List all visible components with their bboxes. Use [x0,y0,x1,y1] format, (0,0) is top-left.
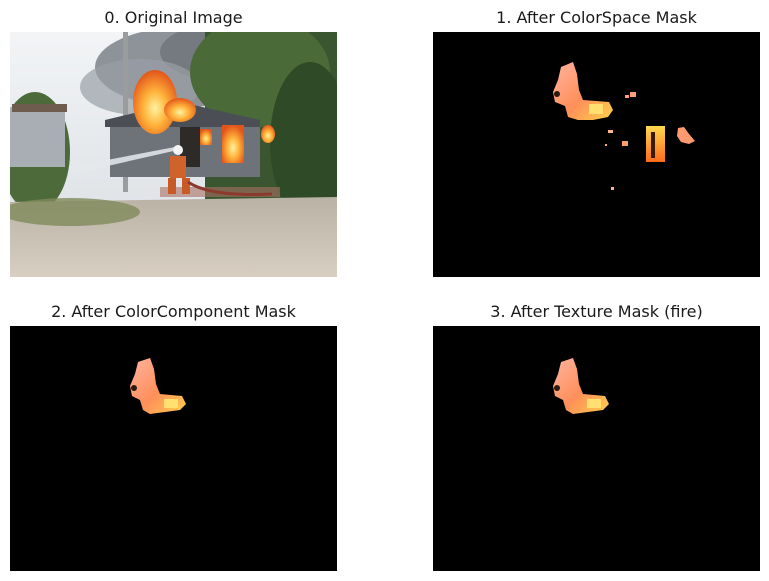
original-fire-scene-image [10,32,337,277]
panel-title-colorcomponent-mask: 2. After ColorComponent Mask [51,302,296,321]
panel-title-colorspace-mask: 1. After ColorSpace Mask [496,8,697,27]
colorspace-mask-image [433,32,760,277]
panel-title-original: 0. Original Image [104,8,243,27]
texture-mask-panel [433,326,760,571]
original-image-panel [10,32,337,277]
panel-title-texture-mask: 3. After Texture Mask (fire) [490,302,703,321]
colorcomponent-mask-image [10,326,337,571]
texture-mask-image [433,326,760,571]
colorcomponent-mask-panel [10,326,337,571]
colorspace-mask-panel [433,32,760,277]
